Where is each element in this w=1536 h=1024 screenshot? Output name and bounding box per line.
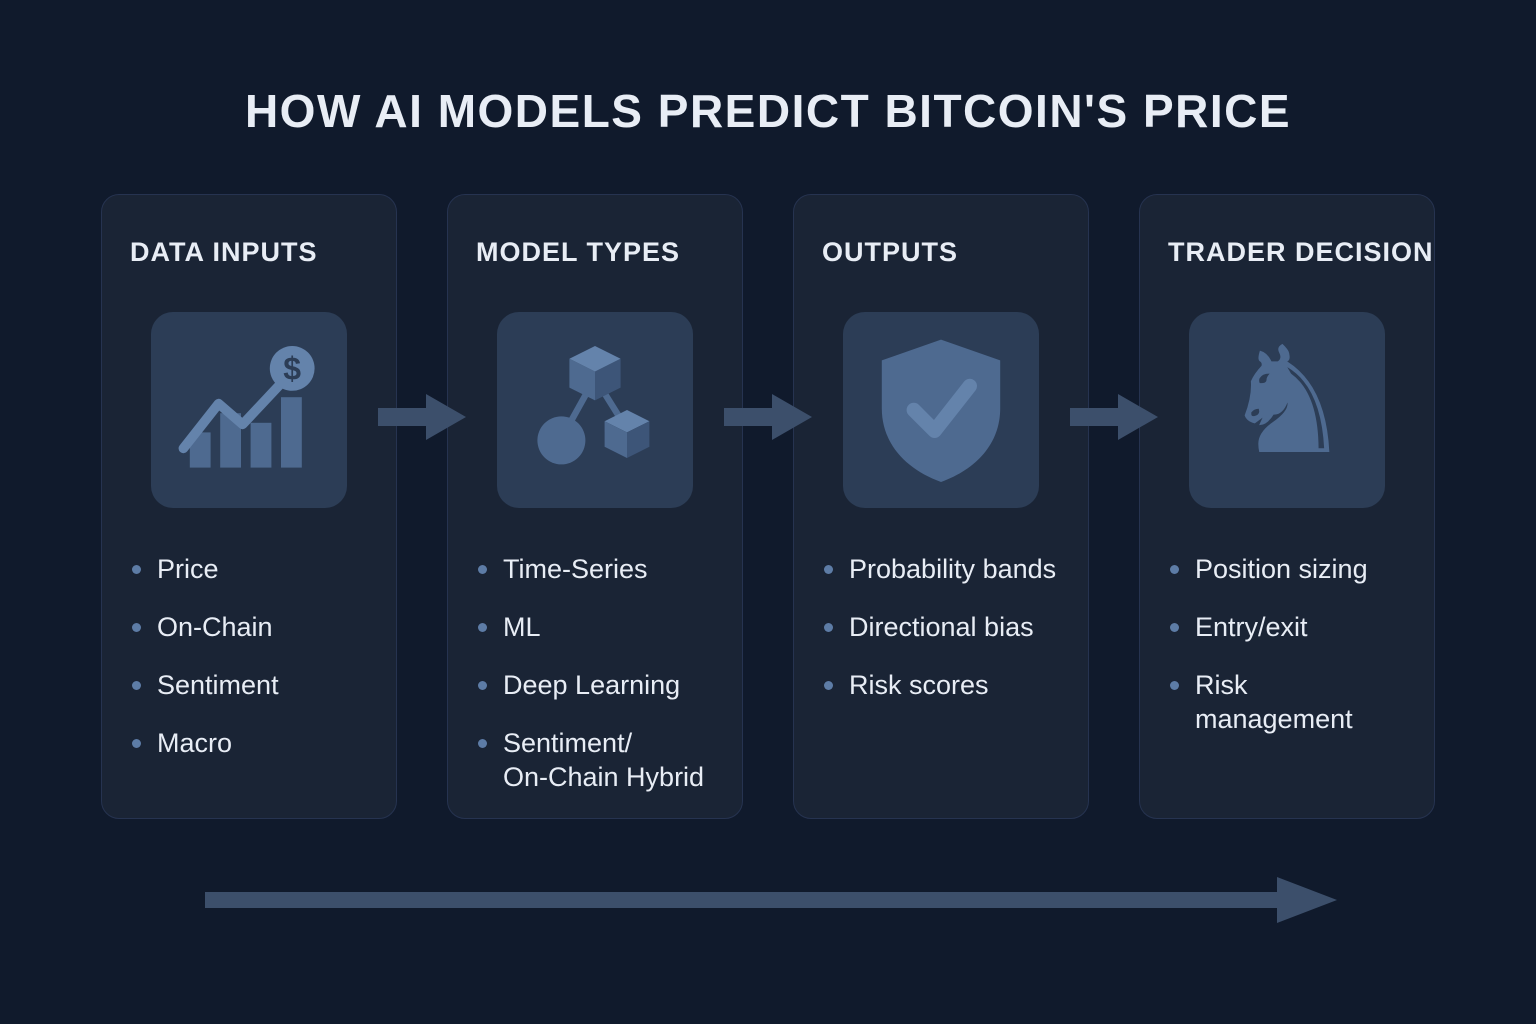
price-chart-icon: $: [151, 312, 347, 508]
knight-glyph: ♞: [1220, 319, 1354, 484]
bullet-icon: [478, 681, 487, 690]
bullet-icon: [478, 565, 487, 574]
list-item: Sentiment/ On-Chain Hybrid: [476, 726, 714, 794]
model-network-icon: [497, 312, 693, 508]
currency-glyph: $: [283, 351, 301, 387]
list-item: Macro: [130, 726, 368, 760]
card-heading-trader-decision: TRADER DECISION: [1168, 237, 1434, 267]
bullet-icon: [478, 739, 487, 748]
data-inputs-list: Price On-Chain Sentiment Macro: [130, 552, 368, 760]
list-item: Deep Learning: [476, 668, 714, 702]
arrow-right-icon: [378, 394, 466, 440]
columns-row: DATA INPUTS $ Price On-Chain Sentiment M…: [0, 194, 1536, 819]
bullet-icon: [824, 623, 833, 632]
card-model-types: MODEL TYPES Time-Seri: [447, 194, 743, 819]
outputs-list: Probability bands Directional bias Risk …: [822, 552, 1060, 702]
bullet-icon: [1170, 681, 1179, 690]
model-types-list: Time-Series ML Deep Learning Sentiment/ …: [476, 552, 714, 794]
list-item: Time-Series: [476, 552, 714, 586]
card-data-inputs: DATA INPUTS $ Price On-Chain Sentiment M…: [101, 194, 397, 819]
bullet-icon: [132, 565, 141, 574]
bullet-icon: [132, 739, 141, 748]
list-item: On-Chain: [130, 610, 368, 644]
arrow-right-icon: [724, 394, 812, 440]
bottom-flow-arrow-icon: [205, 871, 1337, 929]
bullet-icon: [824, 681, 833, 690]
list-item: Entry/exit: [1168, 610, 1406, 644]
list-item: ML: [476, 610, 714, 644]
bullet-icon: [1170, 623, 1179, 632]
list-item: Probability bands: [822, 552, 1060, 586]
bullet-icon: [1170, 565, 1179, 574]
shield-check-icon: [843, 312, 1039, 508]
chess-knight-icon: ♞: [1189, 312, 1385, 508]
flow-arrow-3: [1070, 194, 1158, 819]
list-item: Risk scores: [822, 668, 1060, 702]
list-item: Price: [130, 552, 368, 586]
trader-decision-list: Position sizing Entry/exit Risk manageme…: [1168, 552, 1406, 736]
page-title: HOW AI MODELS PREDICT BITCOIN'S PRICE: [244, 85, 1292, 137]
bullet-icon: [132, 623, 141, 632]
list-item: Directional bias: [822, 610, 1060, 644]
infographic: HOW AI MODELS PREDICT BITCOIN'S PRICE DA…: [0, 85, 1536, 929]
list-item: Risk management: [1168, 668, 1406, 736]
flow-arrow-2: [724, 194, 812, 819]
card-trader-decision: TRADER DECISION ♞ Position sizing Entry/…: [1139, 194, 1435, 819]
bullet-icon: [132, 681, 141, 690]
list-item: Position sizing: [1168, 552, 1406, 586]
bullet-icon: [824, 565, 833, 574]
list-item: Sentiment: [130, 668, 368, 702]
flow-arrow-1: [378, 194, 466, 819]
card-heading-outputs: OUTPUTS: [822, 237, 959, 267]
card-heading-model-types: MODEL TYPES: [476, 237, 681, 267]
card-heading-data-inputs: DATA INPUTS: [130, 237, 318, 267]
bullet-icon: [478, 623, 487, 632]
card-outputs: OUTPUTS Probability bands Directional bi…: [793, 194, 1089, 819]
arrow-right-icon: [1070, 394, 1158, 440]
